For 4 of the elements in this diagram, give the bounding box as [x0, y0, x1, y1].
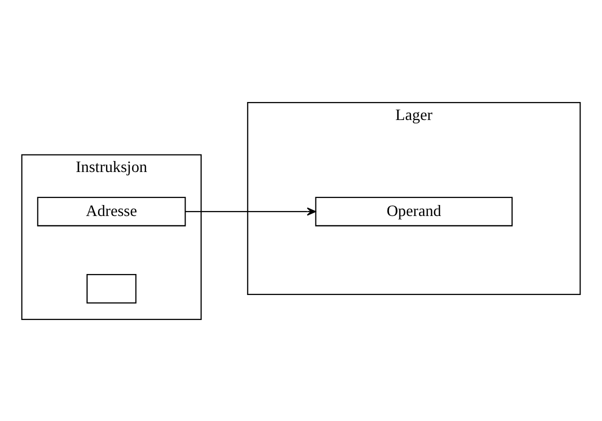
node-box — [86, 273, 136, 303]
node-box: Operand — [315, 196, 513, 226]
node-box: Adresse — [37, 196, 186, 226]
arrow — [185, 206, 316, 216]
